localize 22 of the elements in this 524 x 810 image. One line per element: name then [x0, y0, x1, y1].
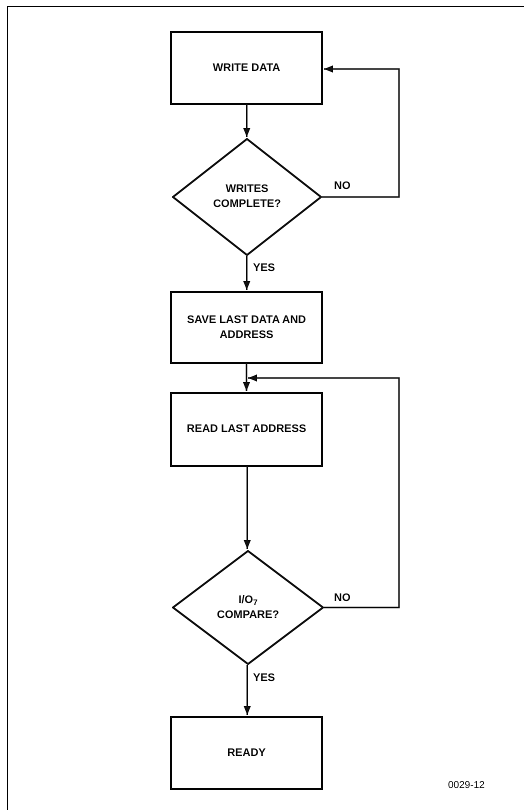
arrow: [242, 364, 250, 391]
box-text: READ LAST ADDRESS: [186, 422, 306, 437]
edge-label: YES: [252, 262, 276, 274]
arrow: [243, 256, 250, 290]
arrow: [244, 467, 251, 549]
figure-number: 0029-12: [448, 780, 485, 791]
arrow: [248, 374, 400, 608]
box-text: WRITE DATA: [212, 60, 280, 76]
edge-label: NO: [333, 592, 352, 604]
arrow: [322, 65, 400, 198]
process-box: [170, 291, 323, 364]
edge-label: YES: [252, 672, 276, 684]
process-box: [170, 716, 323, 790]
box-text: SAVE LAST DATA AND ADDRESS: [186, 312, 307, 342]
edge-label: NO: [333, 180, 352, 192]
box-text: READY: [227, 746, 266, 760]
process-box: [170, 31, 323, 105]
decision-text: WRITES COMPLETE?: [212, 182, 282, 212]
arrow: [244, 665, 251, 715]
arrow: [243, 105, 250, 137]
process-box: [170, 392, 323, 467]
decision-text: I/O$_{7}$ COMPARE?: [216, 592, 280, 622]
